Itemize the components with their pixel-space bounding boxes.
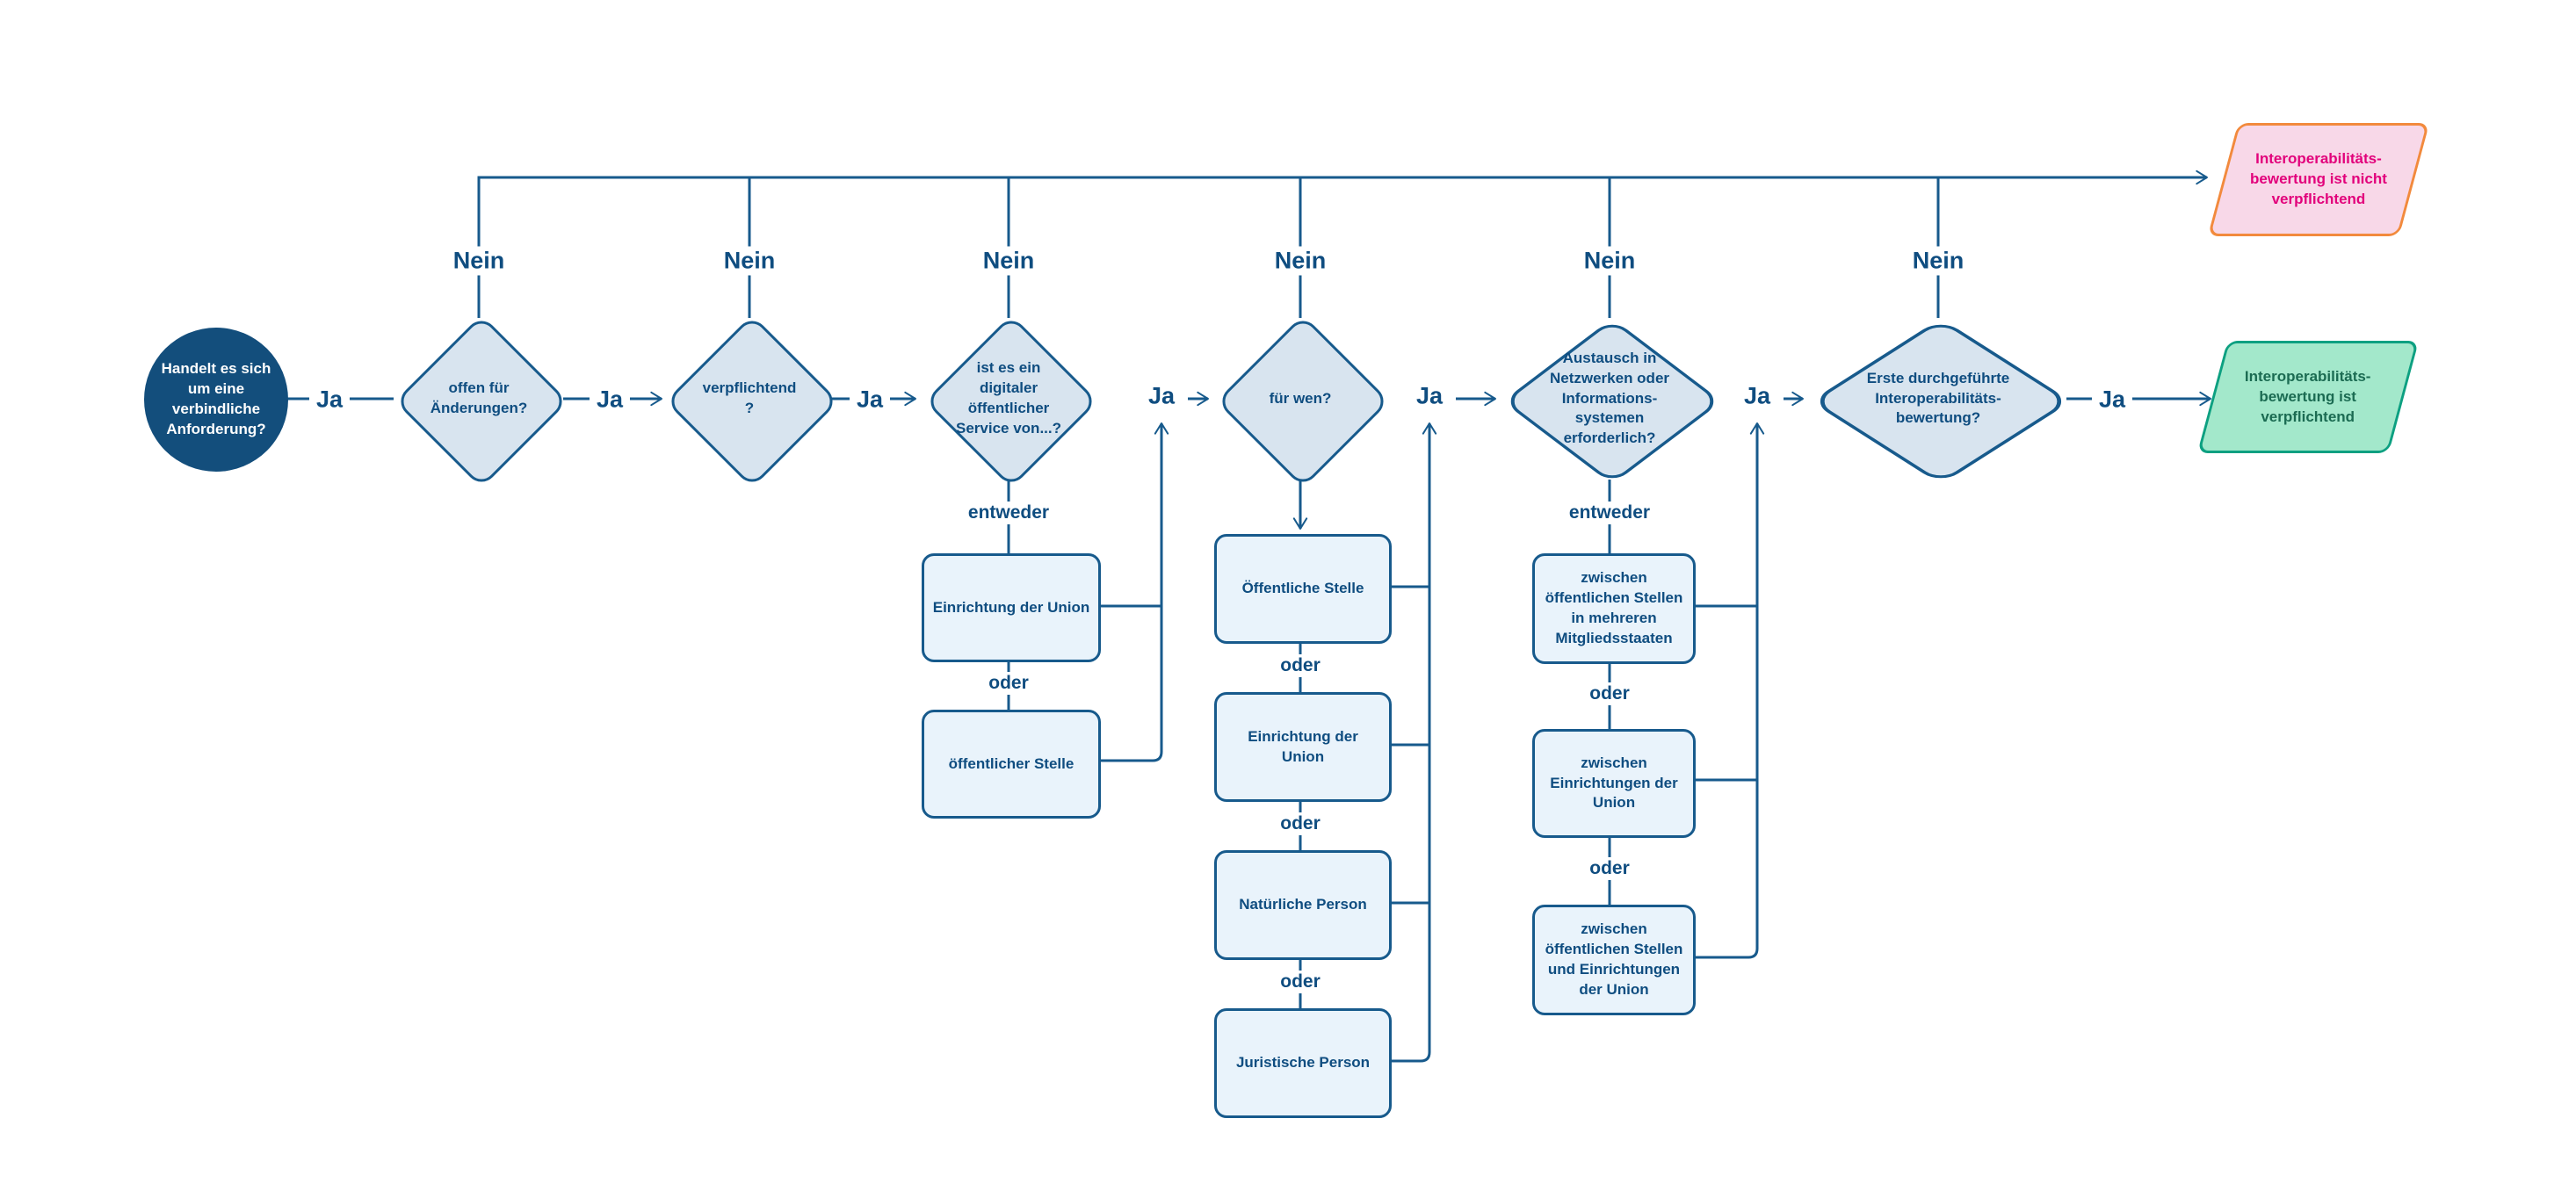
decision-erste-bewertung: Erste durchgeführte Interoperabilitäts- …: [1810, 318, 2072, 485]
decision-label: für wen?: [1269, 389, 1332, 407]
start-node: Handelt es sich um eine verbindliche Anf…: [144, 328, 288, 472]
option-oeffentlicher-stelle: öffentlicher Stelle: [922, 710, 1101, 819]
option-label: zwischen Einrichtungen der Union: [1550, 754, 1678, 812]
ja-label: Ja: [849, 385, 891, 415]
decision-digitaler-service: ist es ein digitaler öffentlicher Servic…: [924, 314, 1098, 488]
nein-label: Nein: [1905, 246, 1972, 276]
oder-label: oder: [1273, 654, 1328, 677]
option-zwischen-stellen-und-einrichtungen: zwischen öffentlichen Stellen und Einric…: [1532, 905, 1696, 1015]
decision-label: ist es ein digitaler öffentlicher Servic…: [956, 359, 1061, 437]
option-label: zwischen öffentlichen Stellen in mehrere…: [1545, 569, 1683, 646]
entweder-label: entweder: [960, 502, 1057, 524]
nein-label: Nein: [1576, 246, 1643, 276]
option-juristische-person: Juristische Person: [1214, 1008, 1392, 1118]
ja-label: Ja: [1408, 381, 1451, 411]
decision-offen-fuer-aenderungen: offen für Änderungen?: [394, 314, 568, 488]
ja-label: Ja: [1736, 381, 1778, 411]
ja-label: Ja: [589, 385, 631, 415]
ja-label: Ja: [2091, 385, 2133, 415]
outcome-not-required-label: Interoperabilitäts- bewertung ist nicht …: [2250, 150, 2387, 207]
oder-label: oder: [1582, 682, 1637, 705]
oder-label: oder: [1273, 812, 1328, 835]
oder-label: oder: [981, 672, 1036, 695]
option-label: öffentlicher Stelle: [948, 754, 1075, 772]
ja-label: Ja: [1140, 381, 1183, 411]
decision-fuer-wen: für wen?: [1216, 314, 1390, 488]
decision-label: Austausch in Netzwerken oder Information…: [1549, 349, 1670, 447]
oder-label: oder: [1273, 971, 1328, 993]
option-label: Einrichtung der Union: [1248, 727, 1358, 765]
nein-label: Nein: [716, 246, 783, 276]
option-zwischen-stellen-mitgliedsstaaten: zwischen öffentlichen Stellen in mehrere…: [1532, 553, 1696, 664]
edge-col2-collector: [1390, 422, 1437, 1063]
outcome-required-label: Interoperabilitäts- bewertung ist verpfl…: [2245, 367, 2371, 425]
edge-col3-collector: [1689, 422, 1765, 959]
decision-label: offen für Änderungen?: [430, 379, 528, 416]
option-label: zwischen öffentlichen Stellen und Einric…: [1545, 920, 1683, 998]
decision-label: Erste durchgeführte Interoperabilitäts- …: [1866, 369, 2010, 427]
option-label: Einrichtung der Union: [932, 598, 1090, 616]
decision-austausch: Austausch in Netzwerken oder Information…: [1501, 318, 1723, 485]
decision-verpflichtend: verpflichtend ?: [665, 314, 839, 488]
outcome-required-node: Interoperabilitäts- bewertung ist verpfl…: [2196, 341, 2420, 453]
nein-label: Nein: [1267, 246, 1334, 276]
oder-label: oder: [1582, 857, 1637, 880]
option-label: Öffentliche Stelle: [1241, 580, 1364, 597]
decision-label: verpflichtend ?: [702, 379, 797, 416]
option-einrichtung-der-union-2: Einrichtung der Union: [1214, 692, 1392, 802]
nein-label: Nein: [975, 246, 1042, 276]
entweder-label: entweder: [1561, 502, 1658, 524]
option-label: Natürliche Person: [1239, 896, 1367, 913]
option-natuerliche-person: Natürliche Person: [1214, 850, 1392, 960]
option-zwischen-einrichtungen-union: zwischen Einrichtungen der Union: [1532, 729, 1696, 838]
edge-col1-collector: [1096, 422, 1169, 762]
option-einrichtung-der-union: Einrichtung der Union: [922, 553, 1101, 662]
nein-label: Nein: [445, 246, 512, 276]
option-label: Juristische Person: [1235, 1054, 1371, 1072]
ja-label: Ja: [308, 385, 351, 415]
outcome-not-required-node: Interoperabilitäts- bewertung ist nicht …: [2207, 123, 2430, 236]
option-oeffentliche-stelle: Öffentliche Stelle: [1214, 534, 1392, 644]
start-node-label: Handelt es sich um eine verbindliche Anf…: [161, 360, 271, 437]
